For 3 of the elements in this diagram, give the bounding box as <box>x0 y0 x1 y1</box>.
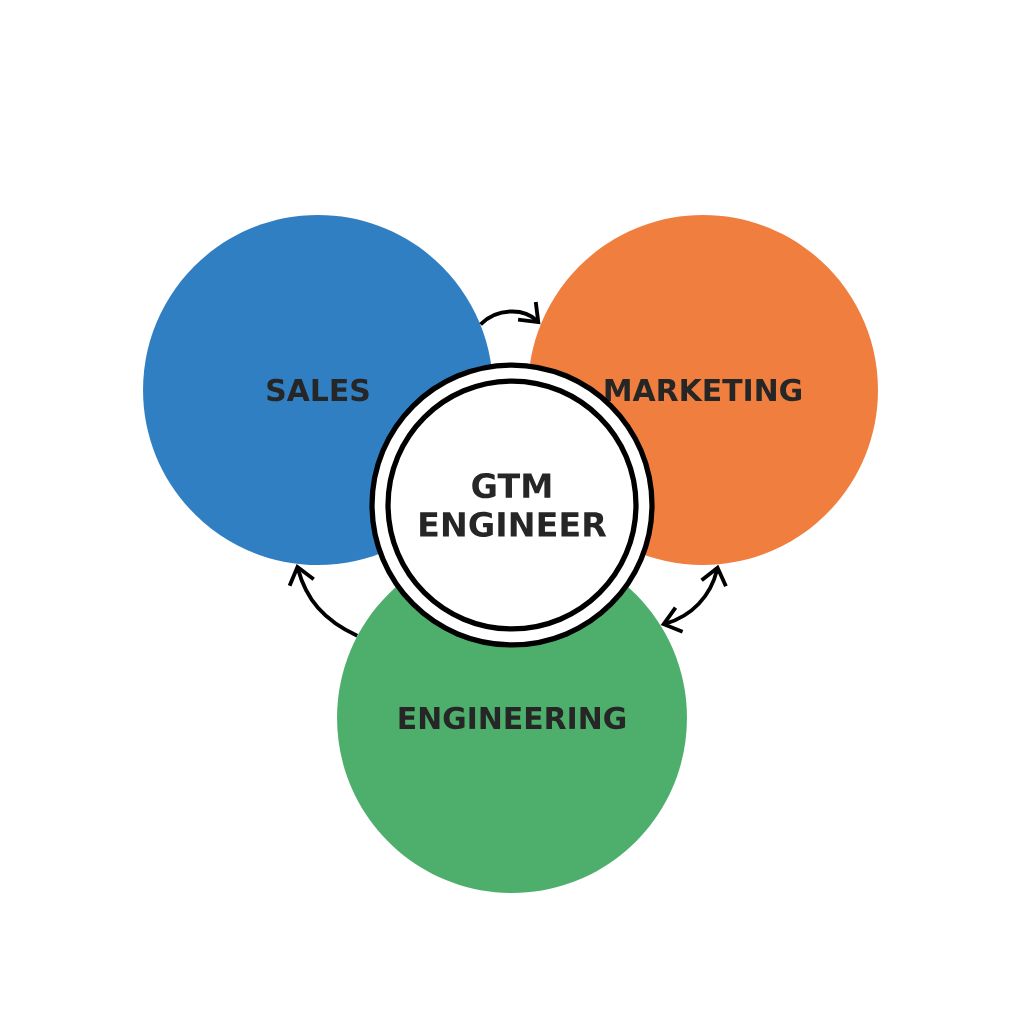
curved-arrow <box>479 301 541 326</box>
curved-arrow <box>287 564 359 638</box>
curved-arrow <box>660 564 728 634</box>
